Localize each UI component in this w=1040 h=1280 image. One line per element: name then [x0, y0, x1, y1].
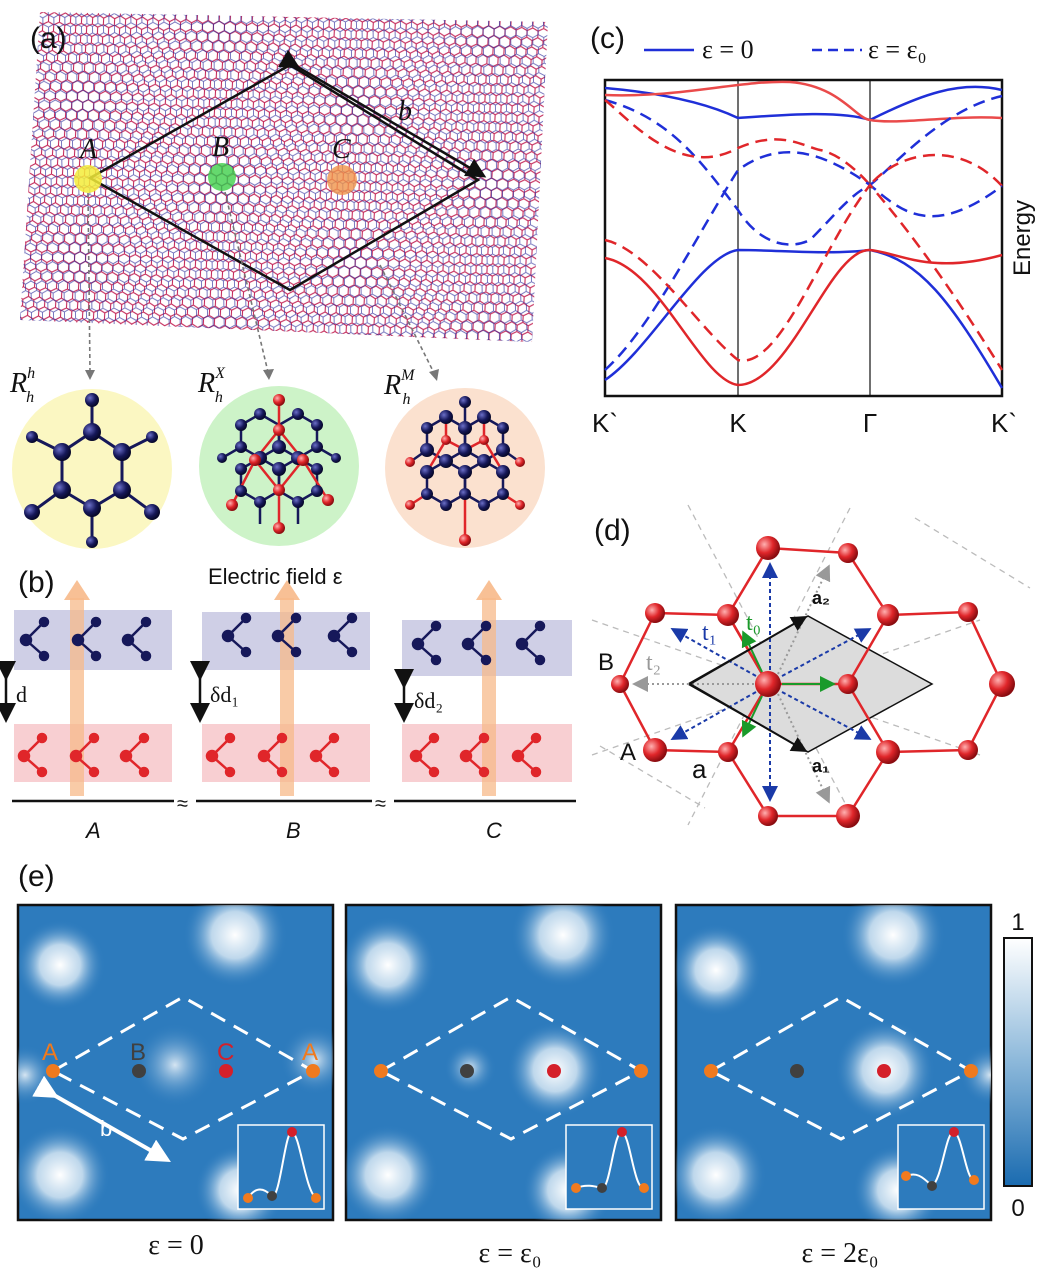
hopping-t1-label: t₁: [702, 620, 717, 646]
panel-a-label: (a): [30, 22, 67, 55]
map-caption-2: ε = ε₀: [478, 1238, 541, 1269]
x-tick-k: K: [729, 408, 747, 438]
vector-a1-label: a₁: [812, 756, 829, 776]
band-red-dashed-top: [604, 99, 1003, 187]
site-a-dot: [46, 1064, 60, 1078]
band-red-dashed-bottom: [604, 183, 1004, 371]
sublattice-b-label: B: [598, 649, 614, 676]
site-c-label: C: [332, 134, 351, 165]
site-c-marker: [327, 165, 357, 195]
site-a-label-right: A: [302, 1039, 318, 1066]
hopping-t0-label: t₀: [746, 610, 761, 636]
moire-length-arrow: [32, 1075, 171, 1162]
atoms-red: [611, 536, 1015, 828]
panel-a: b A B C (a): [20, 12, 548, 381]
map-caption-1: ε = 0: [148, 1230, 204, 1261]
panel-c: (c) ε = 0 ε = ε₀ Energy K` K Γ K`: [590, 22, 1036, 438]
panel-d: (d): [591, 504, 1031, 828]
field-arrow: [70, 598, 84, 796]
zoom-arrow-b: [224, 191, 269, 373]
y-axis-label: Energy: [1009, 200, 1036, 276]
band-red-solid-bottom: [604, 248, 1003, 387]
site-c-dot: [877, 1064, 891, 1078]
x-tick-k-prime-left: K`: [592, 408, 618, 438]
vector-a2-label: a₂: [812, 588, 830, 608]
break-mark-2: ≈: [375, 793, 386, 815]
band-blue-dashed-mid: [604, 151, 1003, 371]
panel-d-label: (d): [594, 514, 631, 547]
potential-map-2: ε = ε₀: [344, 903, 663, 1269]
x-tick-k-prime-right: K`: [991, 408, 1017, 438]
field-arrow: [482, 598, 496, 796]
site-a-dot-right: [306, 1064, 320, 1078]
break-mark-1: ≈: [177, 793, 188, 815]
moire-length-label: b: [100, 1116, 112, 1141]
region-label-a: A: [84, 818, 101, 843]
band-blue-dashed-top: [604, 94, 1003, 246]
profile-inset: [565, 1124, 653, 1210]
band-plot-frame: [603, 78, 1004, 398]
region-label-c: C: [486, 818, 502, 843]
legend-solid-label: ε = 0: [702, 35, 754, 64]
zoom-arrow-a: [87, 192, 91, 373]
site-a-label: A: [42, 1039, 58, 1066]
moire-length-arrow: [278, 49, 487, 178]
region-label-b: B: [286, 818, 301, 843]
band-red-solid-top: [604, 80, 1003, 123]
spacing-label-a: d: [16, 682, 27, 707]
site-a-dot: [374, 1064, 388, 1078]
spacing-label-c: δd₂: [414, 688, 443, 713]
panel-c-label: (c): [590, 22, 625, 55]
profile-inset: [237, 1124, 325, 1210]
hopping-t2-label: t₂: [646, 650, 661, 676]
legend-dashed-label: ε = ε₀: [868, 35, 927, 64]
potential-map-1: A B C A b ε = 0: [16, 903, 335, 1261]
moire-unit-cell: [87, 63, 481, 292]
x-tick-gamma: Γ: [863, 408, 877, 438]
site-a-label: A: [78, 134, 98, 165]
lattice-constant-label: a: [692, 754, 707, 784]
site-b-label: B: [212, 132, 229, 163]
site-b-dot: [790, 1064, 804, 1078]
band-blue-solid-bottom: [604, 248, 1004, 389]
profile-inset: [897, 1124, 985, 1210]
site-b-label: B: [130, 1039, 146, 1066]
site-a-dot-right: [964, 1064, 978, 1078]
site-a-marker: [74, 165, 102, 193]
site-a-dot: [704, 1064, 718, 1078]
panel-b: (b) Electric field ε d A: [0, 564, 576, 843]
site-c-dot: [547, 1064, 561, 1078]
site-b-dot: [132, 1064, 146, 1078]
panel-b-label: (b): [18, 566, 55, 599]
site-a-dot-right: [634, 1064, 648, 1078]
panel-e: (e) A B C A b: [16, 860, 1033, 1269]
spacing-label-b: δd₁: [210, 682, 239, 707]
site-c-dot: [219, 1064, 233, 1078]
colorbar-max-label: 1: [1011, 909, 1024, 936]
inset-bg-yellow: [12, 389, 172, 549]
sublattice-a-label: A: [620, 739, 636, 766]
band-blue-solid-top: [604, 85, 1003, 122]
colorbar: 1 0: [1003, 909, 1033, 1222]
panel-e-label: (e): [18, 860, 55, 893]
site-b-dot: [460, 1064, 474, 1078]
colorbar-min-label: 0: [1011, 1195, 1024, 1222]
site-c-label: C: [217, 1039, 234, 1066]
bilayer-c: δd₂ C: [394, 580, 572, 843]
bilayer-a: d A: [0, 580, 172, 843]
electric-field-label: Electric field ε: [208, 564, 343, 589]
moire-length-label: b: [398, 96, 412, 127]
potential-map-3: ε = 2ε₀: [674, 903, 993, 1269]
site-b-marker: [208, 163, 236, 191]
bilayer-b: δd₁ B: [190, 580, 370, 843]
map-caption-3: ε = 2ε₀: [801, 1238, 878, 1269]
